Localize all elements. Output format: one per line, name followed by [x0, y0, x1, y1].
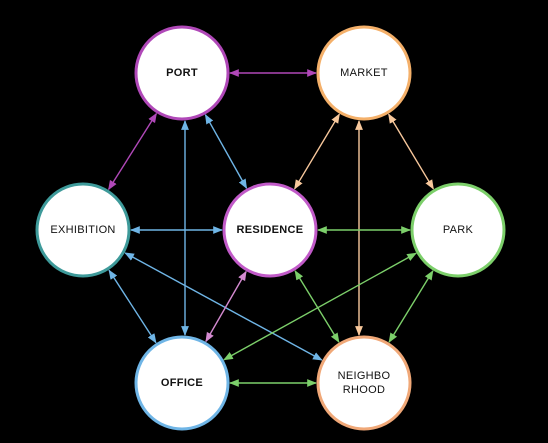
edge-market-park: [388, 113, 434, 190]
node-label-office: OFFICE: [161, 377, 203, 389]
node-label-market: MARKET: [340, 67, 388, 79]
node-residence: RESIDENCE: [222, 182, 318, 278]
node-office: OFFICE: [134, 335, 230, 431]
edge-park-office: [223, 252, 417, 361]
edge-park-neighborhood: [388, 270, 434, 343]
node-label-park: PARK: [443, 224, 474, 236]
edge-residence-office: [205, 270, 247, 343]
nodes-layer: PORT MARKET EXHIBITION RESIDENCE PARK OFFICE N…: [35, 25, 506, 431]
node-circle-market: [316, 25, 412, 121]
node-label-port: PORT: [166, 67, 198, 79]
node-label-neighborhood: NEIGHBO: [338, 370, 391, 382]
edge-port-exhibition: [108, 112, 157, 191]
edge-exhibition-office: [108, 269, 157, 344]
node-circle-park: [410, 182, 506, 278]
node-circle-office: [134, 335, 230, 431]
edge-market-residence: [294, 113, 340, 190]
edge-port-residence: [204, 114, 248, 189]
node-circle-residence: [222, 182, 318, 278]
node-label-residence: RESIDENCE: [237, 224, 304, 236]
node-label-exhibition: EXHIBITION: [50, 224, 115, 236]
node-circle-exhibition: [35, 182, 131, 278]
node-market: MARKET: [316, 25, 412, 121]
edges-layer: [108, 69, 434, 387]
node-neighborhood: NEIGHBO RHOOD: [316, 335, 412, 431]
node-label-neighborhood: RHOOD: [343, 384, 385, 396]
node-circle-neighborhood: [316, 335, 412, 431]
edge-residence-neighborhood: [294, 270, 340, 343]
node-exhibition: EXHIBITION: [35, 182, 131, 278]
node-park: PARK: [410, 182, 506, 278]
node-circle-port: [134, 25, 230, 121]
node-port: PORT: [134, 25, 230, 121]
